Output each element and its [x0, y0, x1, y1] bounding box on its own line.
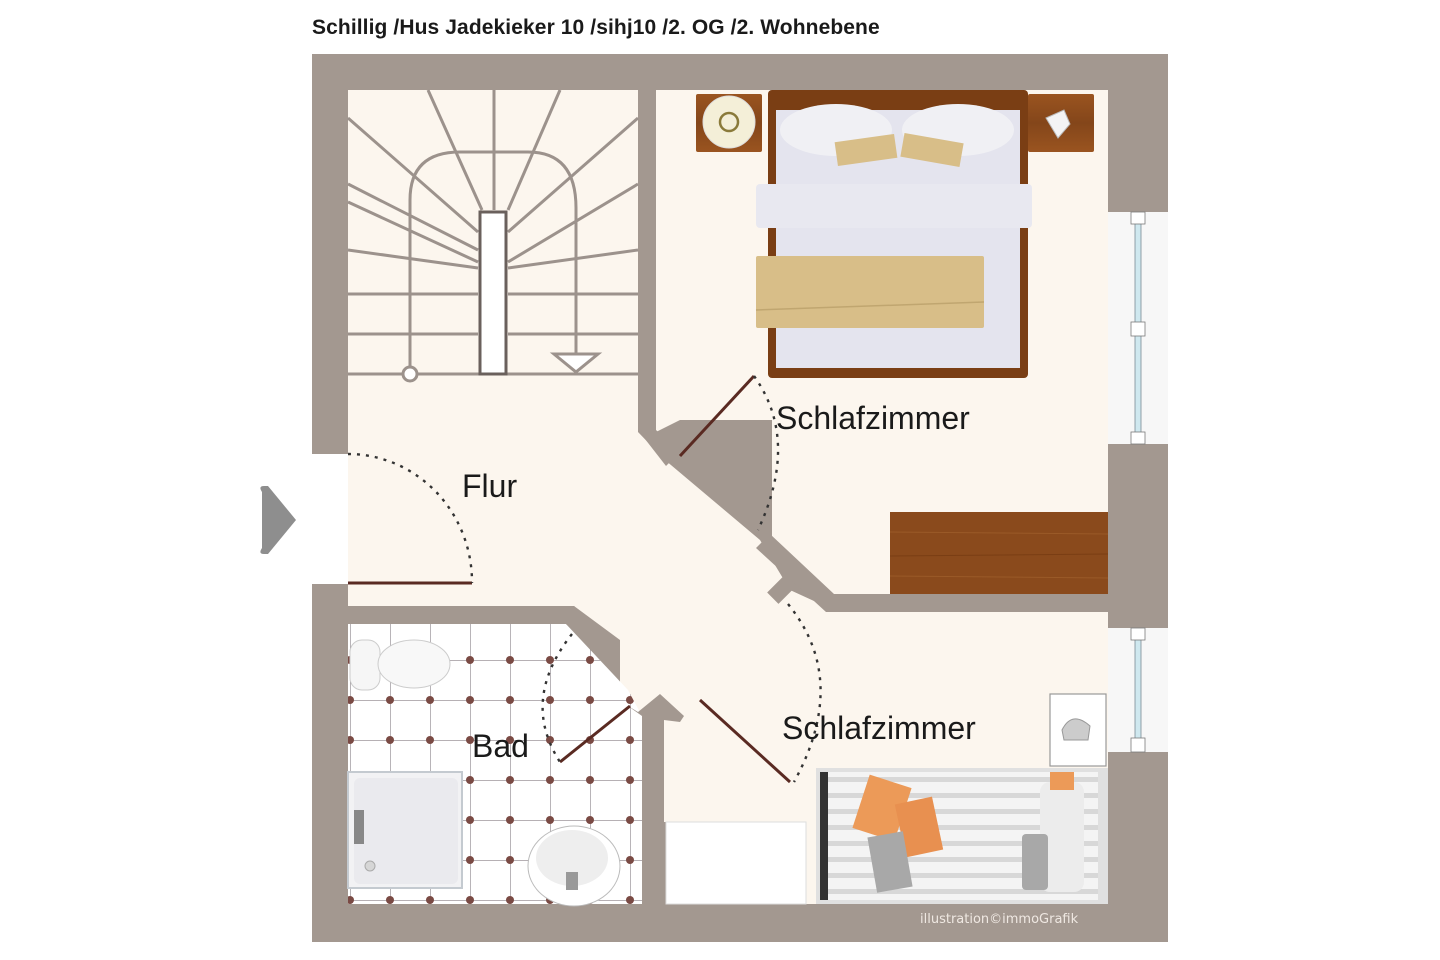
room-label-schlafzimmer-1: Schlafzimmer	[776, 400, 970, 436]
bedroom-2-door[interactable]	[698, 603, 822, 784]
entrance-arrow-icon	[260, 486, 296, 554]
copyright-credit: illustration©immoGrafik	[920, 912, 1079, 927]
staircase	[347, 89, 639, 383]
shelf	[665, 821, 807, 905]
bath-door[interactable]	[541, 633, 631, 764]
room-label-bad: Bad	[472, 728, 529, 764]
bedroom-1-door[interactable]	[678, 374, 780, 531]
room-label-schlafzimmer-2: Schlafzimmer	[782, 710, 976, 746]
nightstand-lamp	[1049, 693, 1107, 767]
window-bedroom-2	[1108, 627, 1168, 753]
single-bed	[816, 768, 1108, 904]
window-bedroom-1	[1108, 211, 1168, 445]
entrance-door[interactable]	[347, 452, 474, 585]
toilet	[349, 639, 451, 691]
entrance-gap	[300, 454, 348, 584]
washbasin	[527, 825, 621, 907]
shower	[347, 771, 463, 889]
room-label-flur: Flur	[462, 468, 518, 504]
interior-walls	[348, 90, 1168, 904]
wardrobe	[889, 512, 1109, 594]
plan-title: Schillig /Hus Jadekieker 10 /sihj10 /2. …	[312, 16, 880, 39]
double-bed	[696, 90, 1094, 378]
